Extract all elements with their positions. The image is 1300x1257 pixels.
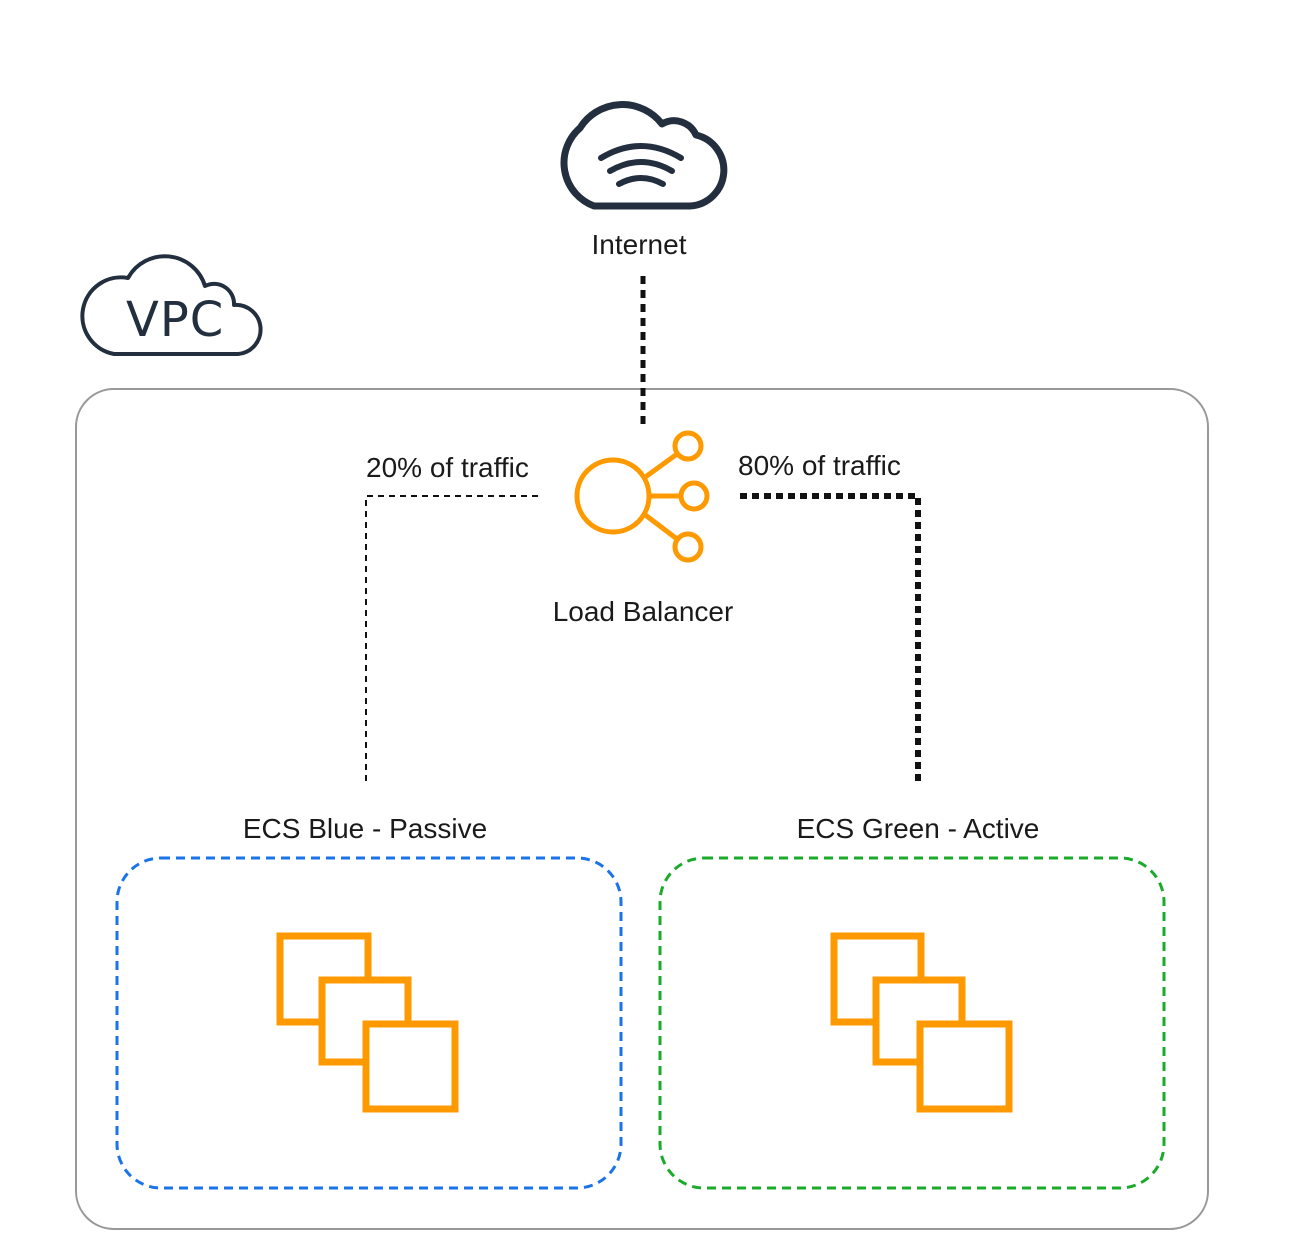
internet-cloud-icon: [560, 101, 728, 210]
ecs-green-label: ECS Green - Active: [796, 813, 1040, 844]
blue-traffic-label: 20% of traffic: [366, 452, 529, 483]
load-balancer-icon: [574, 430, 710, 563]
load-balancer-label: Load Balancer: [552, 596, 734, 627]
internet-label: Internet: [591, 229, 687, 260]
vpc-cloud-icon: [80, 254, 263, 356]
ecs-blue-group: [115, 856, 623, 1190]
ecs-green-instances-icon: [830, 932, 1013, 1113]
ecs-green-group: [658, 856, 1166, 1190]
blue-traffic-connector: [365, 495, 538, 786]
vpc-label: VPC: [126, 292, 225, 348]
green-traffic-label: 80% of traffic: [738, 450, 901, 481]
green-traffic-connector: [740, 493, 921, 786]
ecs-blue-label: ECS Blue - Passive: [242, 813, 488, 844]
ecs-blue-instances-icon: [276, 932, 459, 1113]
